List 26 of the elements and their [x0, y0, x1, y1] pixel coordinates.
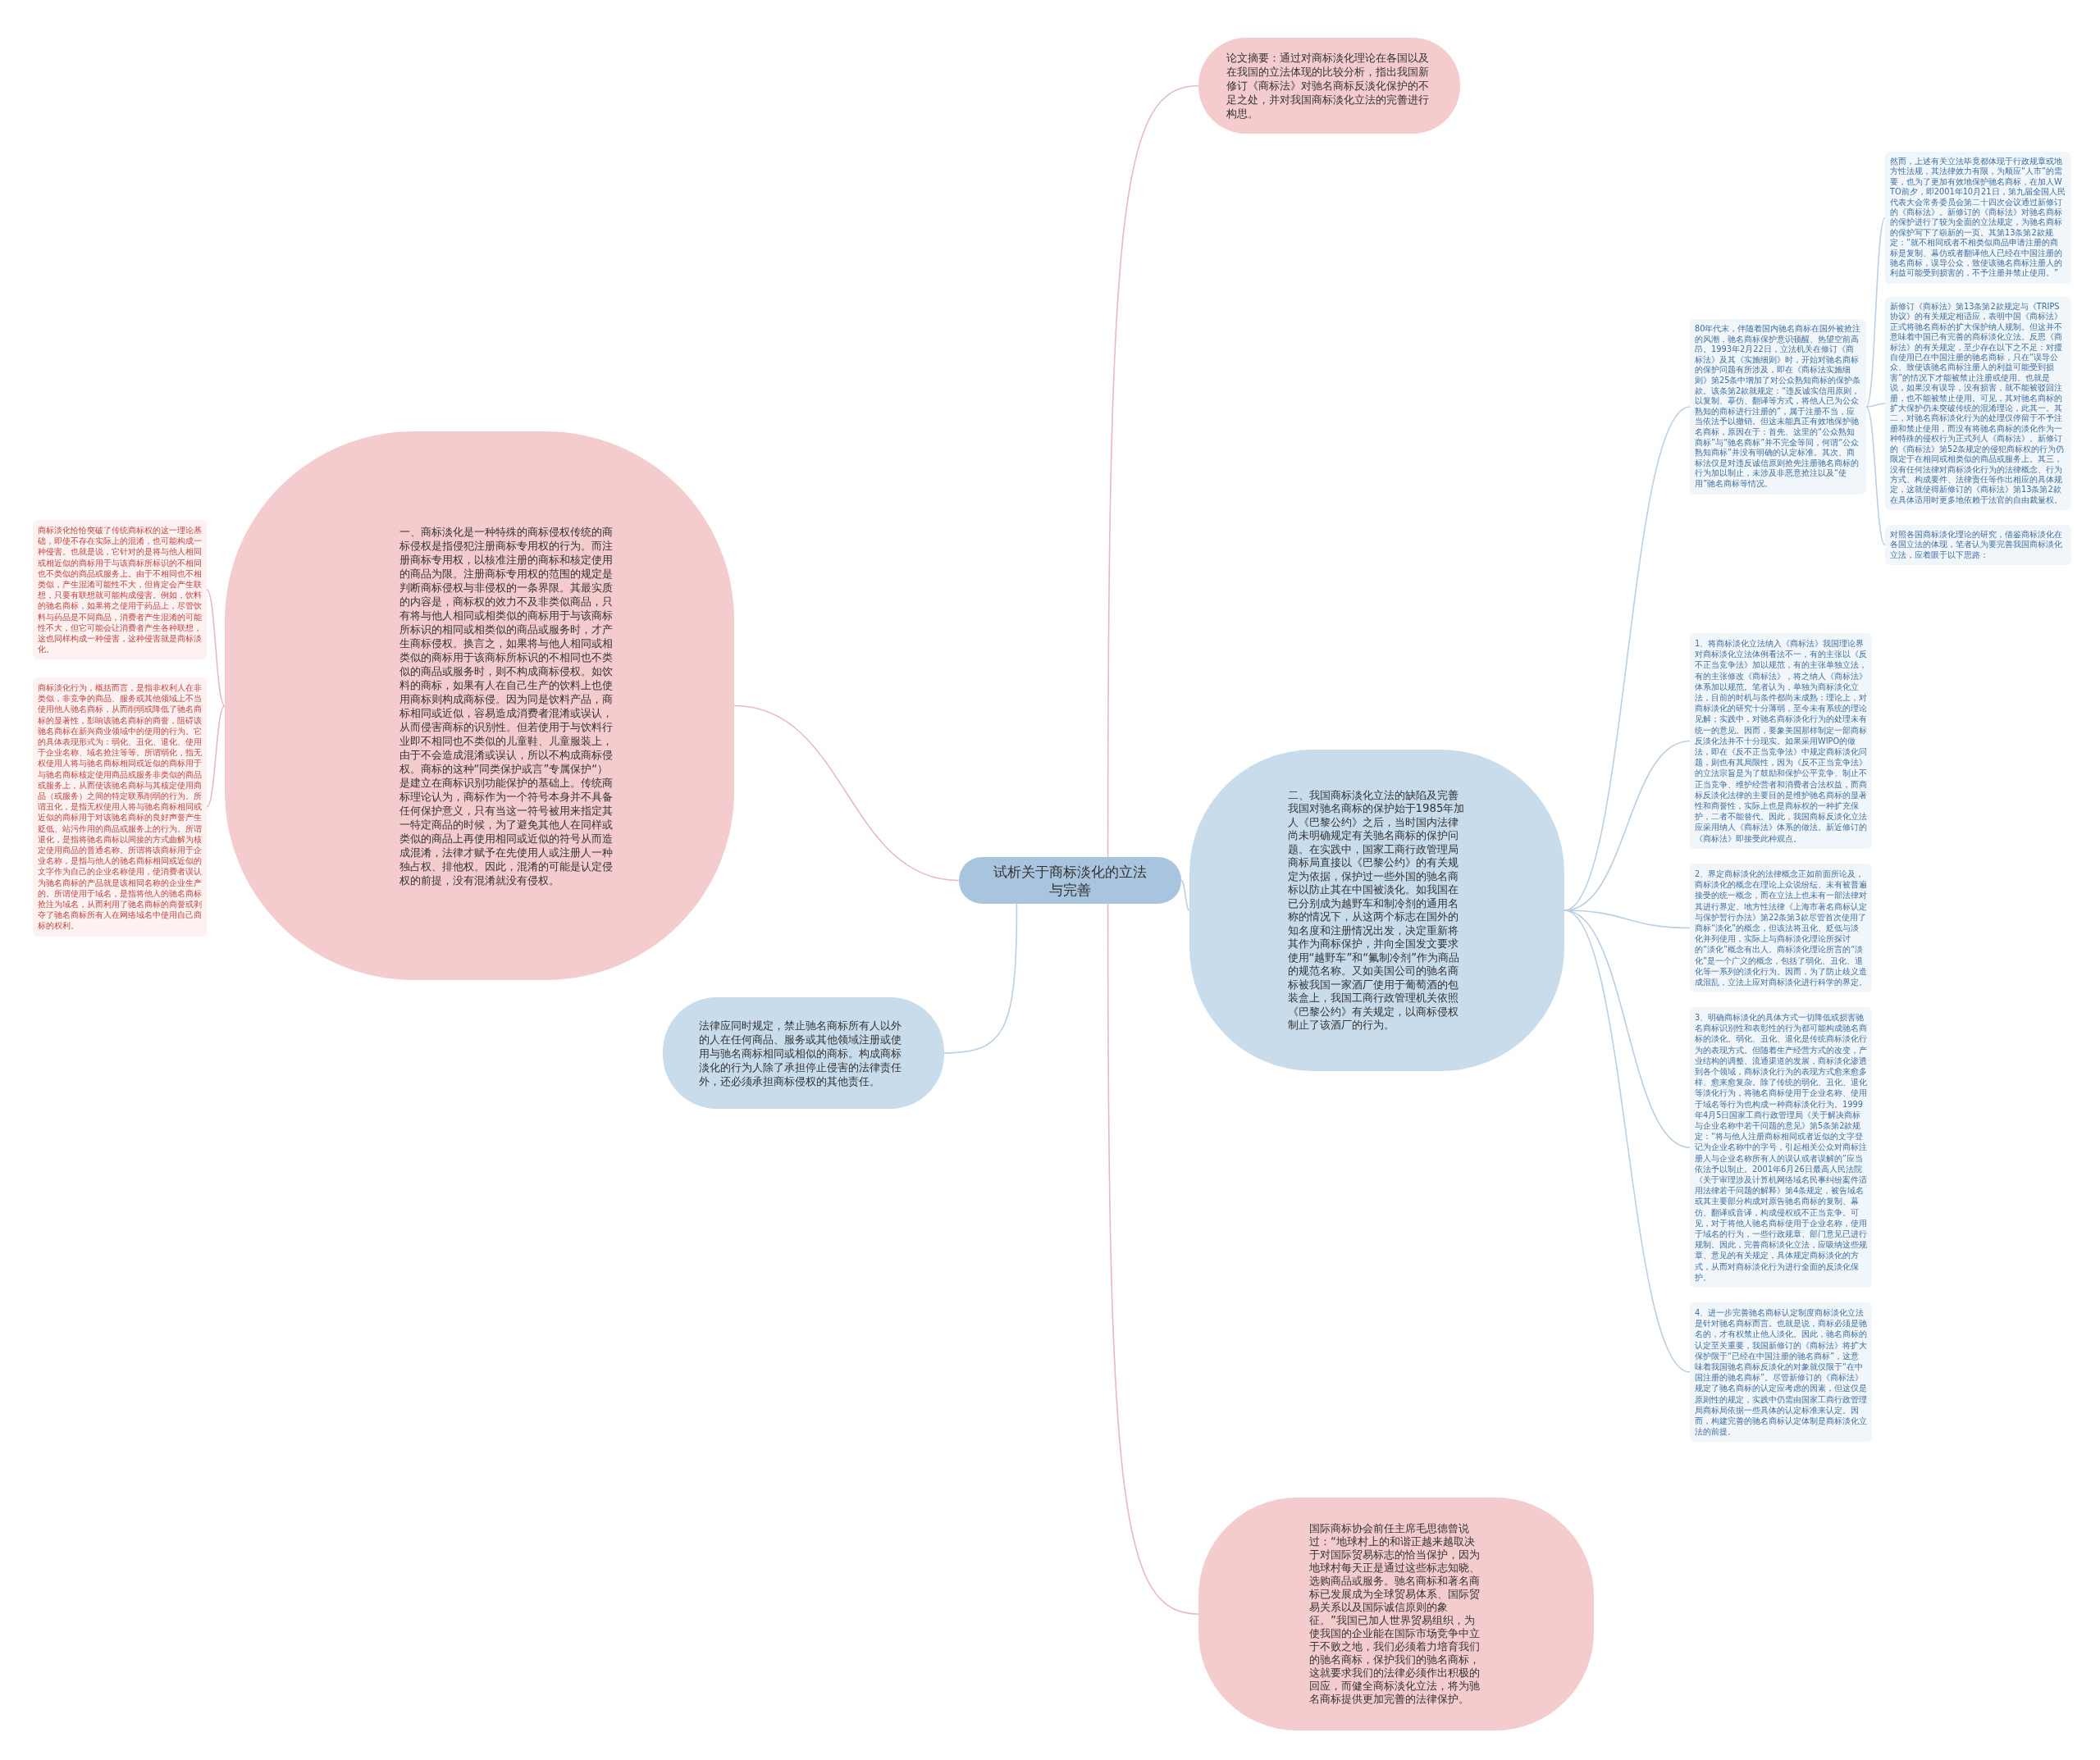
topic-bubble: 国际商标协会前任主席毛思德曾说过：“地球村上的和谐正越来越取决于对国际贸易标志的恰当保护，因为地球村每天正是通过这些标志知晓、选购商品或服务。驰名商标和著名商标已发展成为全球贸易体系、国际贸易关系以及国际诚信原则的象征。”我国已加人世界贸易组织，为使我国的企业能在国际市场竞争中立于不败之地，我们必须着力培育我们的驰名商标，保护我们的驰名商标，这就要求我们的法律必须作出积极的回应，而健全商标淡化立法，将为驰名商标提供更加完善的法律保护。: [1198, 1498, 1594, 1730]
connector-line: [1107, 903, 1199, 1615]
connector-line: [1865, 406, 1886, 546]
note-box: 80年代末，伴随着国内驰名商标在国外被抢注的风潮，驰名商标保护意识顿醒、热望空前高昂。1993年2月22日，立法机关在修订《商标法》及其《实施细则》时，开始对驰名商标的保护问题有所涉及，即在《商标法实施细则》第25条中增加了对公众熟知商标的保护条款。该条第2款就规定：“违反诚实信用原则，以复制、摹仿、翻译等方式，将他人已为公众熟知的商标进行注册的”，属于注册不当，应当依法予以撤销。但这未能真正有效地保护驰名商标，原因在于：首先、这里的“公众熟知商标”与“驰名商标”并不完全等同，何谓“公众熟知商标”并没有明确的认定标准。其次、商标法仅是对违反诚信原则抢先注册驰名商标的行为加以制止，未涉及非恶意抢注以及“使用”驰名商标等情况。: [1690, 319, 1866, 495]
note-box: 新修订《商标法》第13条第2款规定与《TRIPS协议》的有关规定相适应，表明中国《商标法》正式将驰名商标的扩大保护纳人规制。但这并不意味着中国已有完善的商标淡化立法。反思《商标法》的有关规定，至少存在以下之不足：对擅自使用已在中国注册的驰名商标，只在“误导公众、致使该驰名商标注册人的利益可能受到损害”的情况下才能被禁止注册或使用。也就是说，如果没有误导，没有损害，就不能被驳回注册，也不能被禁止使用。可见，其对驰名商标的扩大保护仍未突破传统的混淆理论，此其一。其二，对驰名商标淡化行为的处理仅停留于不予注册和禁止使用，而没有将驰名商标的淡化作为一种特殊的侵权行为正式列人《商标法》。新修订的《商标法》第52条规定的侵犯商标权的行为仍限定于在相同或相类似的商品或服务上。其三，没有任何法律对商标淡化行为的法律概念、行为方式、构成要件、法律责任等作出相应的具体规定，这就使得新修订的《商标法》第13条第2款在具体适用时更多地依赖于法官的自由裁量权。: [1885, 297, 2071, 511]
connector-line: [1107, 84, 1199, 858]
note-box: 对照各国商标淡化理论的研究，借鉴商标淡化在各国立法的体现，笔者认为要完善我国商标淡化立法，应着眼于以下思路：: [1885, 525, 2071, 566]
topic-bubble: 二、我国商标淡化立法的缺陷及完善我国对驰名商标的保护始于1985年加人《巴黎公约》之后，当时国内法律尚未明确规定有关驰名商标的保护问题。在实践中，国家工商行政管理局商标局直接以《巴黎公约》的有关规定为依据，保护过一些外国的驰名商标以防止其在中国被淡化。如我国在已分别成为越野车和制冷剂的通用名称的情况下，从这两个标志在国外的知名度和注册情况出发，决定重新将其作为商标保护，并向全国发文要求使用“越野车”和“氟制冷剂”作为商品的规范名称。又如美国公司的驰名商标被我国一家酒厂使用于葡萄酒的包装盒上，我国工商行政管理机关依照《巴黎公约》有关规定，以商标侵权制止了该酒厂的行为。: [1189, 750, 1564, 1071]
connector-line: [206, 589, 226, 707]
topic-bubble: 法律应同时规定，禁止驰名商标所有人以外的人在任何商品、服务或其他领域注册或使用与驰名商标相同或相似的商标。构成商标淡化的行为人除了承担停止侵害的法律责任外，还必须承担商标侵权的其他责任。: [663, 997, 944, 1109]
connector-line: [943, 903, 1018, 1054]
note-box: 商标淡化恰恰突破了传统商标权的这一理论基础，即使不存在实际上的混淆，也可能构成一种侵害。也就是说，它针对的是将与他人相同或相近似的商标用于与该商标所标识的不相同也不类似的商品或服务上。由于不相同也不相类似，产生混淆可能性不大，但肯定会产生联想，只要有联想就可能构成侵害。例如，饮料的驰名商标，如果将之使用于药品上，尽管饮料与药品是不同商品，消费者产生混淆的可能性不大，但它可能会让消费者产生各种联想，这也同样构成一种侵害，这种侵害就是商标淡化。: [33, 520, 207, 660]
connector-line: [1865, 403, 1886, 408]
note-box: 然而，上述有关立法毕竟都体现于行政规章或地方性法规，其法律效力有限，为顺应“人市”的需要，也为了更加有效地保护驰名商标，在加人WTO前夕，即2001年10月21日，第九届全国人民代表大会常务委员会第二十四次会议通过新修订的《商标法》。新修订的《商标法》对驰名商标的保护进行了较为全面的立法规定，为驰名商标的保护写下了崭新的一页。其第13条第2款规定：“就不相同或者不相类似商品申请注册的商标是复制、幕仿或者翻译他人已经在中国注册的驰名商标，误导公众，致使该驰名商标注册人的利益可能受到损害的，不予注册并禁止使用。”: [1885, 152, 2071, 284]
topic-bubble: 论文摘要：通过对商标淡化理论在各国以及在我国的立法体现的比较分析，指出我国新修订《商标法》对驰名商标反淡化保护的不足之处，并对我国商标淡化立法的完善进行构思。: [1198, 38, 1460, 134]
connector-line: [1180, 879, 1190, 911]
connector-line: [1865, 217, 1886, 408]
note-box: 1、将商标淡化立法纳入《商标法》我国理论界对商标淡化立法体例看法不一，有的主张以《反不正当竞争法》加以规范，有的主张单独立法，有的主张修改《商标法》，将之纳人《商标法》体系加以规范。笔者认为，单独为商标淡化立法，目前的时机与条件都尚未成熟：理论上，对商标淡化的研究十分薄弱，至今未有系统的理论见解；实践中，对驰名商标淡化行为的处理未有统一的意见。因而，要象美国那样制定一部商标反淡化法并不十分现实。如果采用WIPO的做法，即在《反不正当竞争法》中规定商标淡化问题，则也有其局限性，因为《反不正当竞争法》的立法宗旨是为了鼓励和保护公平竞争、制止不正当竞争、维护经营者和消费者合法权益，而商标反淡化法律的主要目的是维护驰名商标的显著性和商誉性，实际上也是商标权的一种扩充保护，二者不能替代。因此，我国商标反淡化立法应采用纳人《商标法》体系的做法。新近修订的《商标法》即接受此种观点。: [1690, 633, 1872, 849]
note-box: 4、进一步完善驰名商标认定制度商标淡化立法是针对驰名商标而言。也就是说，商标必须是驰名的，才有权禁止他人淡化。因此，驰名商标的认定至关重要，我国新修订的《商标法》将扩大保护限于“已经在中国注册的驰名商标”，这意味着我国驰名商标反淡化的对象就仅限于“在中国注册的驰名商标”。尽管新修订的《商标法》规定了驰名商标的认定应考虑的因素，但这仅是原则性的规定，实践中仍需由国家工商行政管理局商标局依据一些具体的认定标准来认定。因而，构建完善的驰名商标认定体制是商标淡化立法的前提。: [1690, 1302, 1872, 1443]
note-box: 3、明确商标淡化的具体方式一切降低或损害驰名商标识别性和表彰性的行为都可能构成驰名商标的淡化。弱化、丑化、退化是传统商标淡化行为的表现方式。但随着生产经营方式的改变，产业结构的调整、流通渠道的发展，商标淡化渗透到各个领域，商标淡化行为的表现方式愈来愈多样、愈来愈复杂。除了传统的弱化、丑化、退化等淡化行为，将驰名商标使用于企业名称、使用于域名等行为也构成一种商标淡化行为。1999年4月5日国家工商行政管理局《关于解决商标与企业名称中若干问题的意见》第5条第2款规定：“将与他人注册商标相同或者近似的文字登记为企业名称中的字号，引起相关公众对商标注册人与企业名称所有人的误认或者误解的”应当依法予以制止。2001年6月26日最高人民法院《关于审理涉及计算机网络域名民事纠纷案件适用法律若干问题的解释》第4条规定，被告域名或其主要部分构成对原告驰名商标的复制、幕仿、翻译或音译，构成侵权或不正当竞争。可见，对于将他人驰名商标使用于企业名称，使用于域名的行为，一些行政规章、部门意见已进行规制。因此，完善商标淡化立法，应吸纳这些规章、意见的有关规定，具体规定商标淡化的方式，从而对商标淡化行为进行全面的反淡化保护。: [1690, 1007, 1872, 1288]
note-box: 2、界定商标淡化的法律概念正如前面所论及，商标淡化的概念在理论上众说纷纭、未有被普遍接受的统一概念，而在立法上也未有一部法律对其进行界定。地方性法律《上海市著名商标认定与保护暂行办法》第22条第3款尽管首次使用了商标“淡化”的概念，但该法将丑化、贬低与淡化并列使用，实际上与商标淡化理论所探讨的“淡化”概念有出人。商标淡化理论所言的“淡化”是一个广义的概念，包括了弱化、丑化、退化等一系列的淡化行为。因而，为了防止歧义造成混乱，立法上应对商标淡化进行科学的界定。: [1690, 864, 1872, 993]
central-topic: 试析关于商标淡化的立法与完善: [959, 857, 1181, 904]
topic-bubble: 一、商标淡化是一种特殊的商标侵权传统的商标侵权是指侵犯注册商标专用权的行为。而注册商标专用权，以核准注册的商标和核定使用的商品为限。注册商标专用权的范围的规定是判断商标侵权与非侵权的一条界限。其最实质的内容是，商标权的效力不及非类似商品，只有将与他人相同或相类似的商标用于与该商标所标识的相同或相类似的商品或服务时，才产生商标侵权。换言之，如果将与他人相同或相类似的商标用于该商标所标识的不相同也不类似的商品或服务时，则不构成商标侵权。如饮料的商标，如果有人在自己生产的饮料上也使用商标则构成商标侵。因为同是饮料产品，商标相同或近似，容易造成消费者混淆或误认，从而侵害商标的识别性。但若使用于与饮料行业即不相同也不类似的儿童鞋、儿童服装上，由于不会造成混淆或误认，所以不构成商标侵权。商标的这种“同类保护或言”专属保护“）是建立在商标识别功能保护的基础上。传统商标理论认为，商标作为一个符号本身并不具备任何保护意义，只有当这一符号被用来指定其一特定商品的时候，为了避免其他人在同样或类似的商品上再使用相同或近似的符号从而造成混淆，法律才赋予在先使用人或注册人一种独占权、排他权。因此，混淆的可能是认定侵权的前提，没有混淆就没有侵权。: [225, 431, 734, 980]
note-box: 商标淡化行为，概括而言，是指非权利人在非类似，非竞争的商品、服务或其他领域上不当使用他人驰名商标，从而削弱或降低了驰名商标的显著性，影响该驰名商标的商誉，阻碍该驰名商标在新兴商业领域中的使用的行为。它的具体表现形式为：弱化、丑化、退化、使用于企业名称、域名抢注等等。所谓弱化，指无权使用人将与驰名商标相同或近似的商标用于与驰名商标核定使用商品或服务非类似的商品或服务上，从而使该驰名商标与其核定使用商品（或服务）之间的特定联系削弱的行为。所谓丑化，是指无权使用人将与驰名商标相同或近似的商标用于对该驰名商标的良好声誉产生贬低、站污作用的商品或服务上的行为。所谓退化，是指将驰名商标以间接的方式曲解为核定使用商品的普通名称。所谓将该商标用于企业名称，是指与他人的驰名商标相同或近似的文字作为自己的企业名称使用，使消费者误认为驰名商标的产品就是该相同名称的企业生产的。所谓使用于域名，是指将他人的驰名商标抢注为域名，从而利用了驰名商标的商誉或剥夺了驰名商标所有人在网络域名中使用自己商标的权利。: [33, 677, 207, 937]
connector-line: [733, 704, 960, 882]
connector-line: [206, 704, 226, 808]
